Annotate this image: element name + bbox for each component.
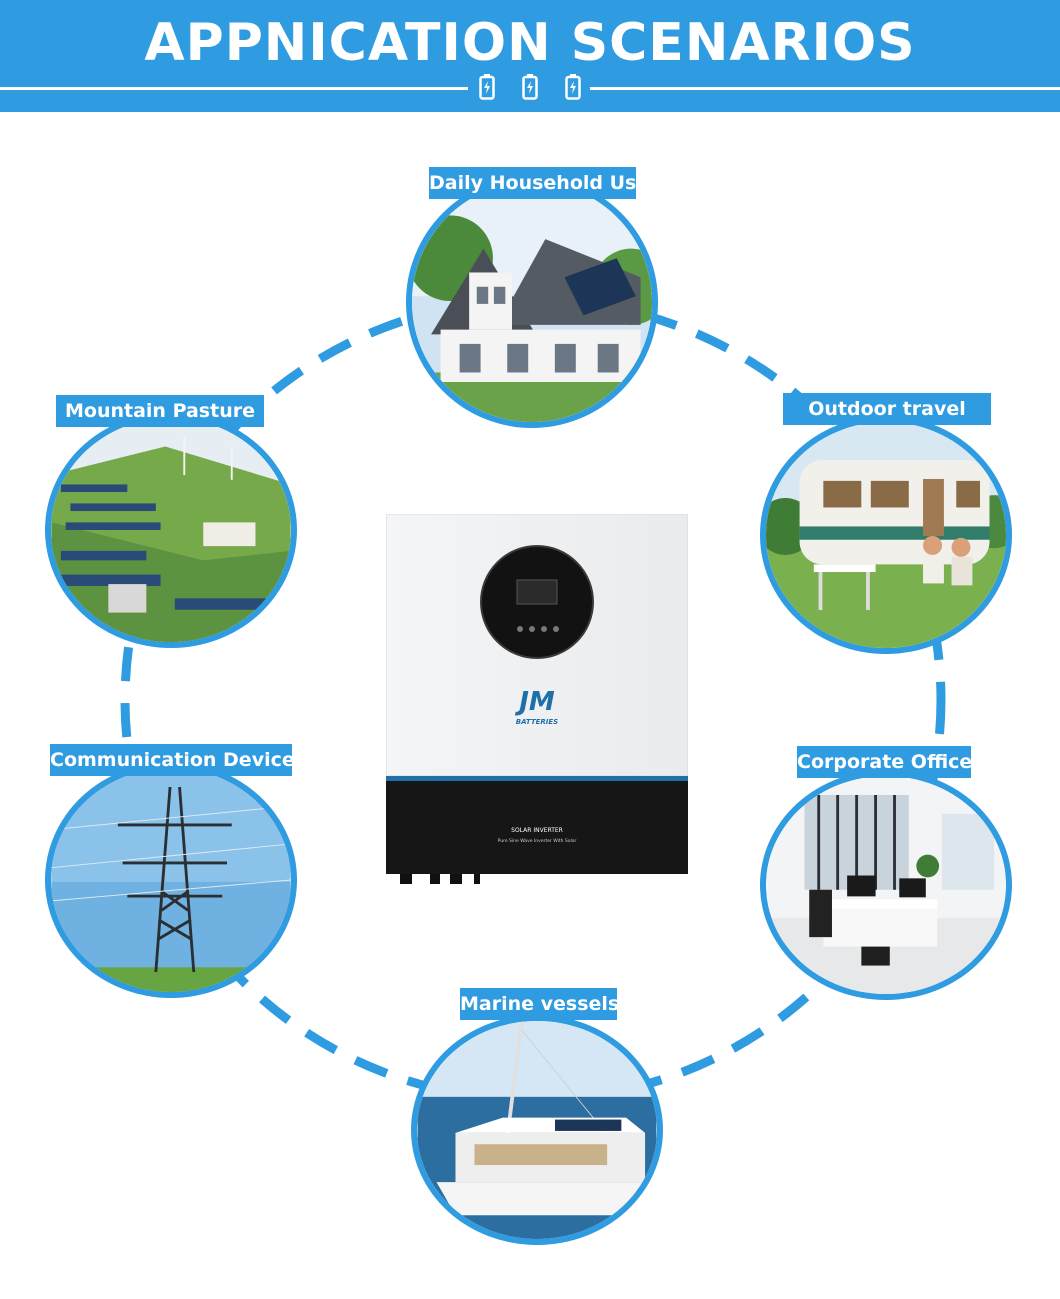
scene-mountain-pasture-image bbox=[45, 412, 297, 648]
solar-inverter-product-image: JM BATTERIES SOLAR INVERTER Pure Sine Wa… bbox=[386, 514, 688, 884]
label-marine-vessels: Marine vessels bbox=[460, 988, 619, 1020]
scene-household-image bbox=[406, 176, 658, 428]
power-tower-photo bbox=[51, 768, 291, 992]
battery-icon bbox=[479, 74, 495, 100]
brand-logo-mark: JM bbox=[514, 687, 555, 717]
scene-corporate-office-image bbox=[760, 770, 1012, 1000]
solar-yacht-photo bbox=[417, 1021, 657, 1239]
header-divider-right bbox=[590, 87, 1060, 90]
header-banner: APPNICATION SCENARIOS bbox=[0, 0, 1060, 112]
brand-logo-text: BATTERIES bbox=[516, 718, 558, 726]
label-communication-devices: Communication Devices bbox=[50, 744, 306, 776]
label-outdoor-travel: Outdoor travel bbox=[783, 393, 991, 425]
caravan-camping-photo bbox=[766, 422, 1006, 648]
scene-communication-devices-image bbox=[45, 762, 297, 998]
label-daily-household-use: Daily Household Use bbox=[429, 167, 649, 199]
office-interior-photo bbox=[766, 776, 1006, 994]
house-solar-roof-photo bbox=[412, 182, 652, 422]
hillside-solar-farm-photo bbox=[51, 418, 291, 642]
label-corporate-office: Corporate Office bbox=[797, 746, 972, 778]
header-divider-left bbox=[0, 87, 468, 90]
inverter-panel-subtitle: Pure Sine Wave Inverter With Solar bbox=[498, 838, 577, 844]
battery-icon bbox=[522, 74, 538, 100]
battery-icon bbox=[565, 74, 581, 100]
page-title: APPNICATION SCENARIOS bbox=[144, 13, 916, 73]
scene-marine-vessels-image bbox=[411, 1015, 663, 1245]
scene-outdoor-travel-image bbox=[760, 416, 1012, 654]
label-mountain-pasture: Mountain Pasture bbox=[56, 395, 264, 427]
inverter-panel-title: SOLAR INVERTER bbox=[511, 827, 563, 834]
